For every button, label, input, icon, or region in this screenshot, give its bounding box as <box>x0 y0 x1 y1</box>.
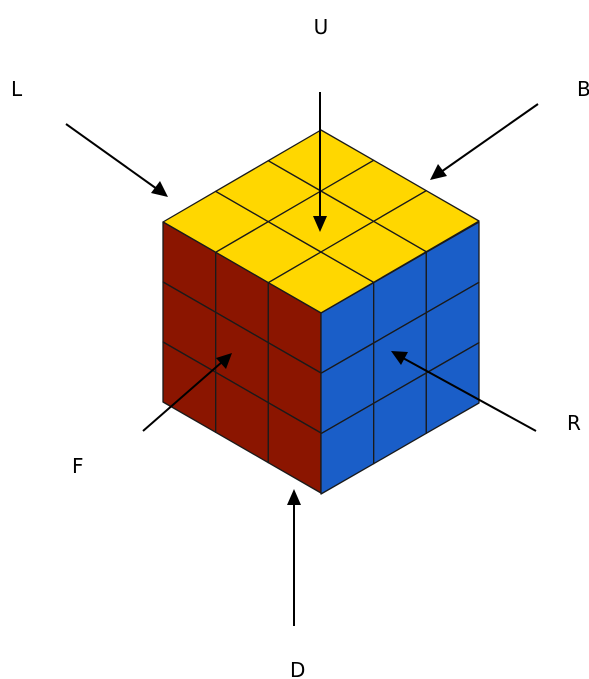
label-right: R <box>567 411 581 435</box>
label-down: D <box>290 658 305 679</box>
label-front: F <box>72 454 84 478</box>
arrow-r <box>391 351 537 432</box>
arrow-b <box>430 103 539 180</box>
label-back: B <box>577 77 589 101</box>
arrow-l <box>65 123 168 197</box>
cube-face-right <box>320 221 480 495</box>
arrow-u <box>313 92 327 232</box>
label-left: L <box>11 77 23 101</box>
arrow-d <box>287 489 301 626</box>
up-sticker <box>373 190 480 253</box>
arrow-f <box>142 353 232 432</box>
cube-face-front <box>162 221 322 494</box>
face-labels: U L B F R D <box>11 15 589 679</box>
right-sticker <box>425 342 480 434</box>
rubiks-cube <box>162 129 480 495</box>
face-arrows <box>65 92 539 626</box>
label-up: U <box>314 15 329 39</box>
